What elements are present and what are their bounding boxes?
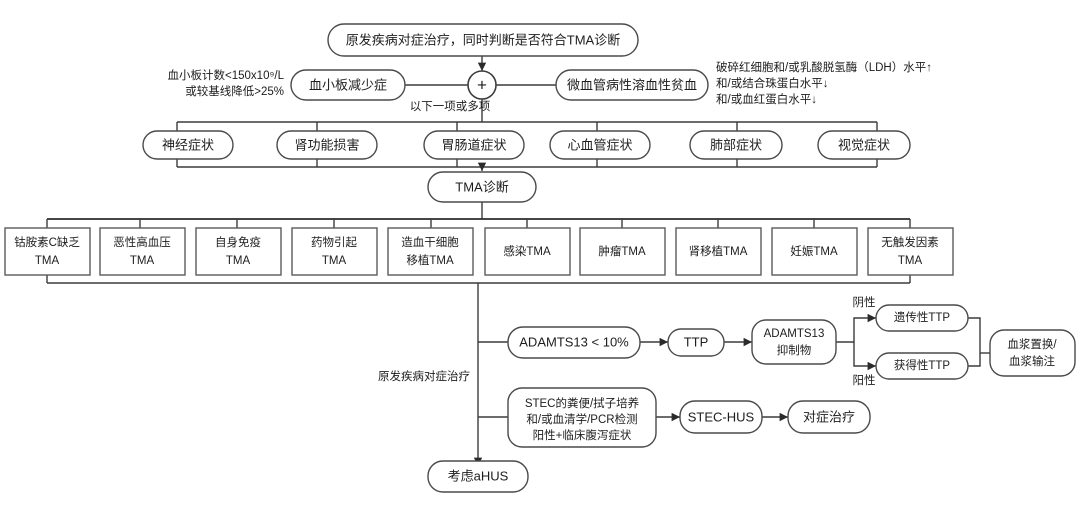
tma-type-line1: 妊娠TMA bbox=[790, 244, 838, 258]
node-acquired-ttp-label: 获得性TTP bbox=[894, 358, 951, 372]
node-symptomatic-treatment[interactable]: 对症治疗 bbox=[787, 400, 871, 434]
node-stec-test-line1: STEC的粪便/拭子培养 bbox=[525, 396, 640, 410]
symptom-label: 肺部症状 bbox=[710, 137, 762, 152]
tma-type-line2: TMA bbox=[898, 255, 923, 267]
tma-type-box[interactable]: 自身免疫 TMA bbox=[195, 227, 282, 276]
edges bbox=[46, 56, 990, 466]
tma-type-line2: TMA bbox=[35, 255, 60, 267]
node-adamts13-inhibitor-line1: ADAMTS13 bbox=[764, 328, 825, 340]
platelet-criteria-line1: 血小板计数<150x10⁹/L bbox=[168, 68, 285, 82]
tma-type-box[interactable]: 肾移植TMA bbox=[675, 227, 762, 276]
tma-type-line1: 感染TMA bbox=[503, 244, 551, 258]
node-hereditary-ttp[interactable]: 遗传性TTP bbox=[875, 304, 969, 332]
node-stec-test-line3: 阳性+临床腹泻症状 bbox=[533, 428, 632, 442]
node-ttp[interactable]: TTP bbox=[667, 328, 725, 357]
node-adamts13-inhibitor[interactable]: ADAMTS13 抑制物 bbox=[751, 319, 837, 365]
node-thrombocytopenia-label: 血小板减少症 bbox=[309, 77, 387, 92]
symptom-label: 胃肠道症状 bbox=[441, 137, 506, 152]
tma-type-line2: TMA bbox=[130, 255, 155, 267]
annotation-platelet-criteria: 血小板计数<150x10⁹/L 或较基线降低>25% bbox=[168, 68, 285, 98]
annotation-primary-treatment: 原发疾病对症治疗 bbox=[378, 369, 470, 383]
annotation-hemolysis-criteria: 破碎红细胞和/或乳酸脱氢酶（LDH）水平↑ 和/或结合珠蛋白水平↓ 和/或血红蛋… bbox=[716, 60, 932, 106]
symptom-box[interactable]: 神经症状 bbox=[142, 130, 234, 160]
plus-symbol: + bbox=[477, 75, 487, 94]
node-consider-ahus[interactable]: 考虑aHUS bbox=[427, 460, 529, 493]
node-root-label: 原发疾病对症治疗，同时判断是否符合TMA诊断 bbox=[346, 32, 620, 47]
node-plasma-therapy-line1: 血浆置换/ bbox=[1007, 337, 1057, 351]
hemolysis-criteria-line2: 和/或结合珠蛋白水平↓ bbox=[716, 76, 828, 90]
tma-type-line1: 肿瘤TMA bbox=[598, 244, 646, 258]
node-mhea-label: 微血管病性溶血性贫血 bbox=[567, 77, 697, 92]
annotation-inhibitor-negative: 阴性 bbox=[853, 295, 876, 309]
tma-type-line1: 造血干细胞 bbox=[401, 235, 459, 249]
node-thrombocytopenia[interactable]: 血小板减少症 bbox=[290, 69, 406, 101]
tma-type-line1: 药物引起 bbox=[311, 235, 357, 249]
node-plus-junction: + bbox=[467, 70, 497, 100]
symptom-box[interactable]: 视觉症状 bbox=[817, 130, 911, 160]
node-consider-ahus-label: 考虑aHUS bbox=[448, 468, 509, 483]
node-root[interactable]: 原发疾病对症治疗，同时判断是否符合TMA诊断 bbox=[327, 23, 639, 57]
tma-type-box[interactable]: 钴胺素C缺乏 TMA bbox=[4, 227, 91, 276]
tma-type-box[interactable]: 肿瘤TMA bbox=[579, 227, 666, 276]
tma-type-box[interactable]: 药物引起 TMA bbox=[291, 227, 378, 276]
annotation-one-or-more: 以下一项或多项 bbox=[410, 99, 491, 113]
tma-type-line1: 自身免疫 bbox=[215, 235, 261, 249]
tma-type-line1: 肾移植TMA bbox=[689, 244, 748, 258]
node-adamts13-inhibitor-line2: 抑制物 bbox=[777, 343, 812, 357]
symptom-box[interactable]: 心血管症状 bbox=[549, 130, 651, 160]
node-plasma-therapy[interactable]: 血浆置换/ 血浆输注 bbox=[989, 329, 1076, 377]
tma-type-line2: 移植TMA bbox=[406, 253, 454, 267]
symptom-box[interactable]: 肺部症状 bbox=[689, 130, 783, 160]
tma-type-line1: 恶性高血压 bbox=[113, 235, 171, 249]
tma-type-box[interactable]: 无触发因素 TMA bbox=[867, 227, 954, 276]
symptom-label: 视觉症状 bbox=[838, 137, 890, 152]
symptom-box[interactable]: 肾功能损害 bbox=[276, 130, 378, 160]
node-microangiopathic-hemolytic-anemia[interactable]: 微血管病性溶血性贫血 bbox=[555, 69, 709, 101]
node-tma-diagnosis-label: TMA诊断 bbox=[455, 179, 508, 194]
symptom-label: 肾功能损害 bbox=[294, 137, 359, 152]
node-symptomatic-treatment-label: 对症治疗 bbox=[803, 409, 855, 424]
node-adamts13-low[interactable]: ADAMTS13 < 10% bbox=[507, 326, 641, 359]
node-acquired-ttp[interactable]: 获得性TTP bbox=[875, 352, 969, 380]
node-ttp-label: TTP bbox=[684, 334, 709, 349]
tma-type-line2: TMA bbox=[322, 255, 347, 267]
tma-type-line2: TMA bbox=[226, 255, 251, 267]
node-adamts13-low-label: ADAMTS13 < 10% bbox=[519, 334, 629, 349]
tma-type-box[interactable]: 感染TMA bbox=[484, 227, 571, 276]
node-tma-diagnosis[interactable]: TMA诊断 bbox=[427, 171, 537, 203]
node-plasma-therapy-line2: 血浆输注 bbox=[1009, 354, 1055, 368]
tma-type-box[interactable]: 恶性高血压 TMA bbox=[99, 227, 186, 276]
symptom-label: 心血管症状 bbox=[567, 137, 632, 152]
tma-type-line1: 钴胺素C缺乏 bbox=[14, 235, 80, 249]
tma-type-box[interactable]: 造血干细胞 移植TMA bbox=[387, 227, 474, 276]
node-stec-test-line2: 和/或血清学/PCR检测 bbox=[526, 412, 637, 426]
platelet-criteria-line2: 或较基线降低>25% bbox=[185, 84, 284, 98]
hemolysis-criteria-line1: 破碎红细胞和/或乳酸脱氢酶（LDH）水平↑ bbox=[716, 60, 932, 74]
annotation-inhibitor-positive: 阳性 bbox=[853, 373, 876, 387]
node-stec-hus[interactable]: STEC-HUS bbox=[679, 400, 763, 434]
node-stec-hus-label: STEC-HUS bbox=[688, 409, 755, 424]
symptom-box[interactable]: 胃肠道症状 bbox=[423, 130, 525, 160]
hemolysis-criteria-line3: 和/或血红蛋白水平↓ bbox=[716, 92, 817, 106]
symptom-label: 神经症状 bbox=[162, 137, 214, 152]
node-stec-test[interactable]: STEC的粪便/拭子培养 和/或血清学/PCR检测 阳性+临床腹泻症状 bbox=[507, 387, 657, 448]
node-hereditary-ttp-label: 遗传性TTP bbox=[894, 310, 951, 324]
tma-type-line1: 无触发因素 bbox=[881, 235, 939, 249]
tma-type-box[interactable]: 妊娠TMA bbox=[771, 227, 858, 276]
